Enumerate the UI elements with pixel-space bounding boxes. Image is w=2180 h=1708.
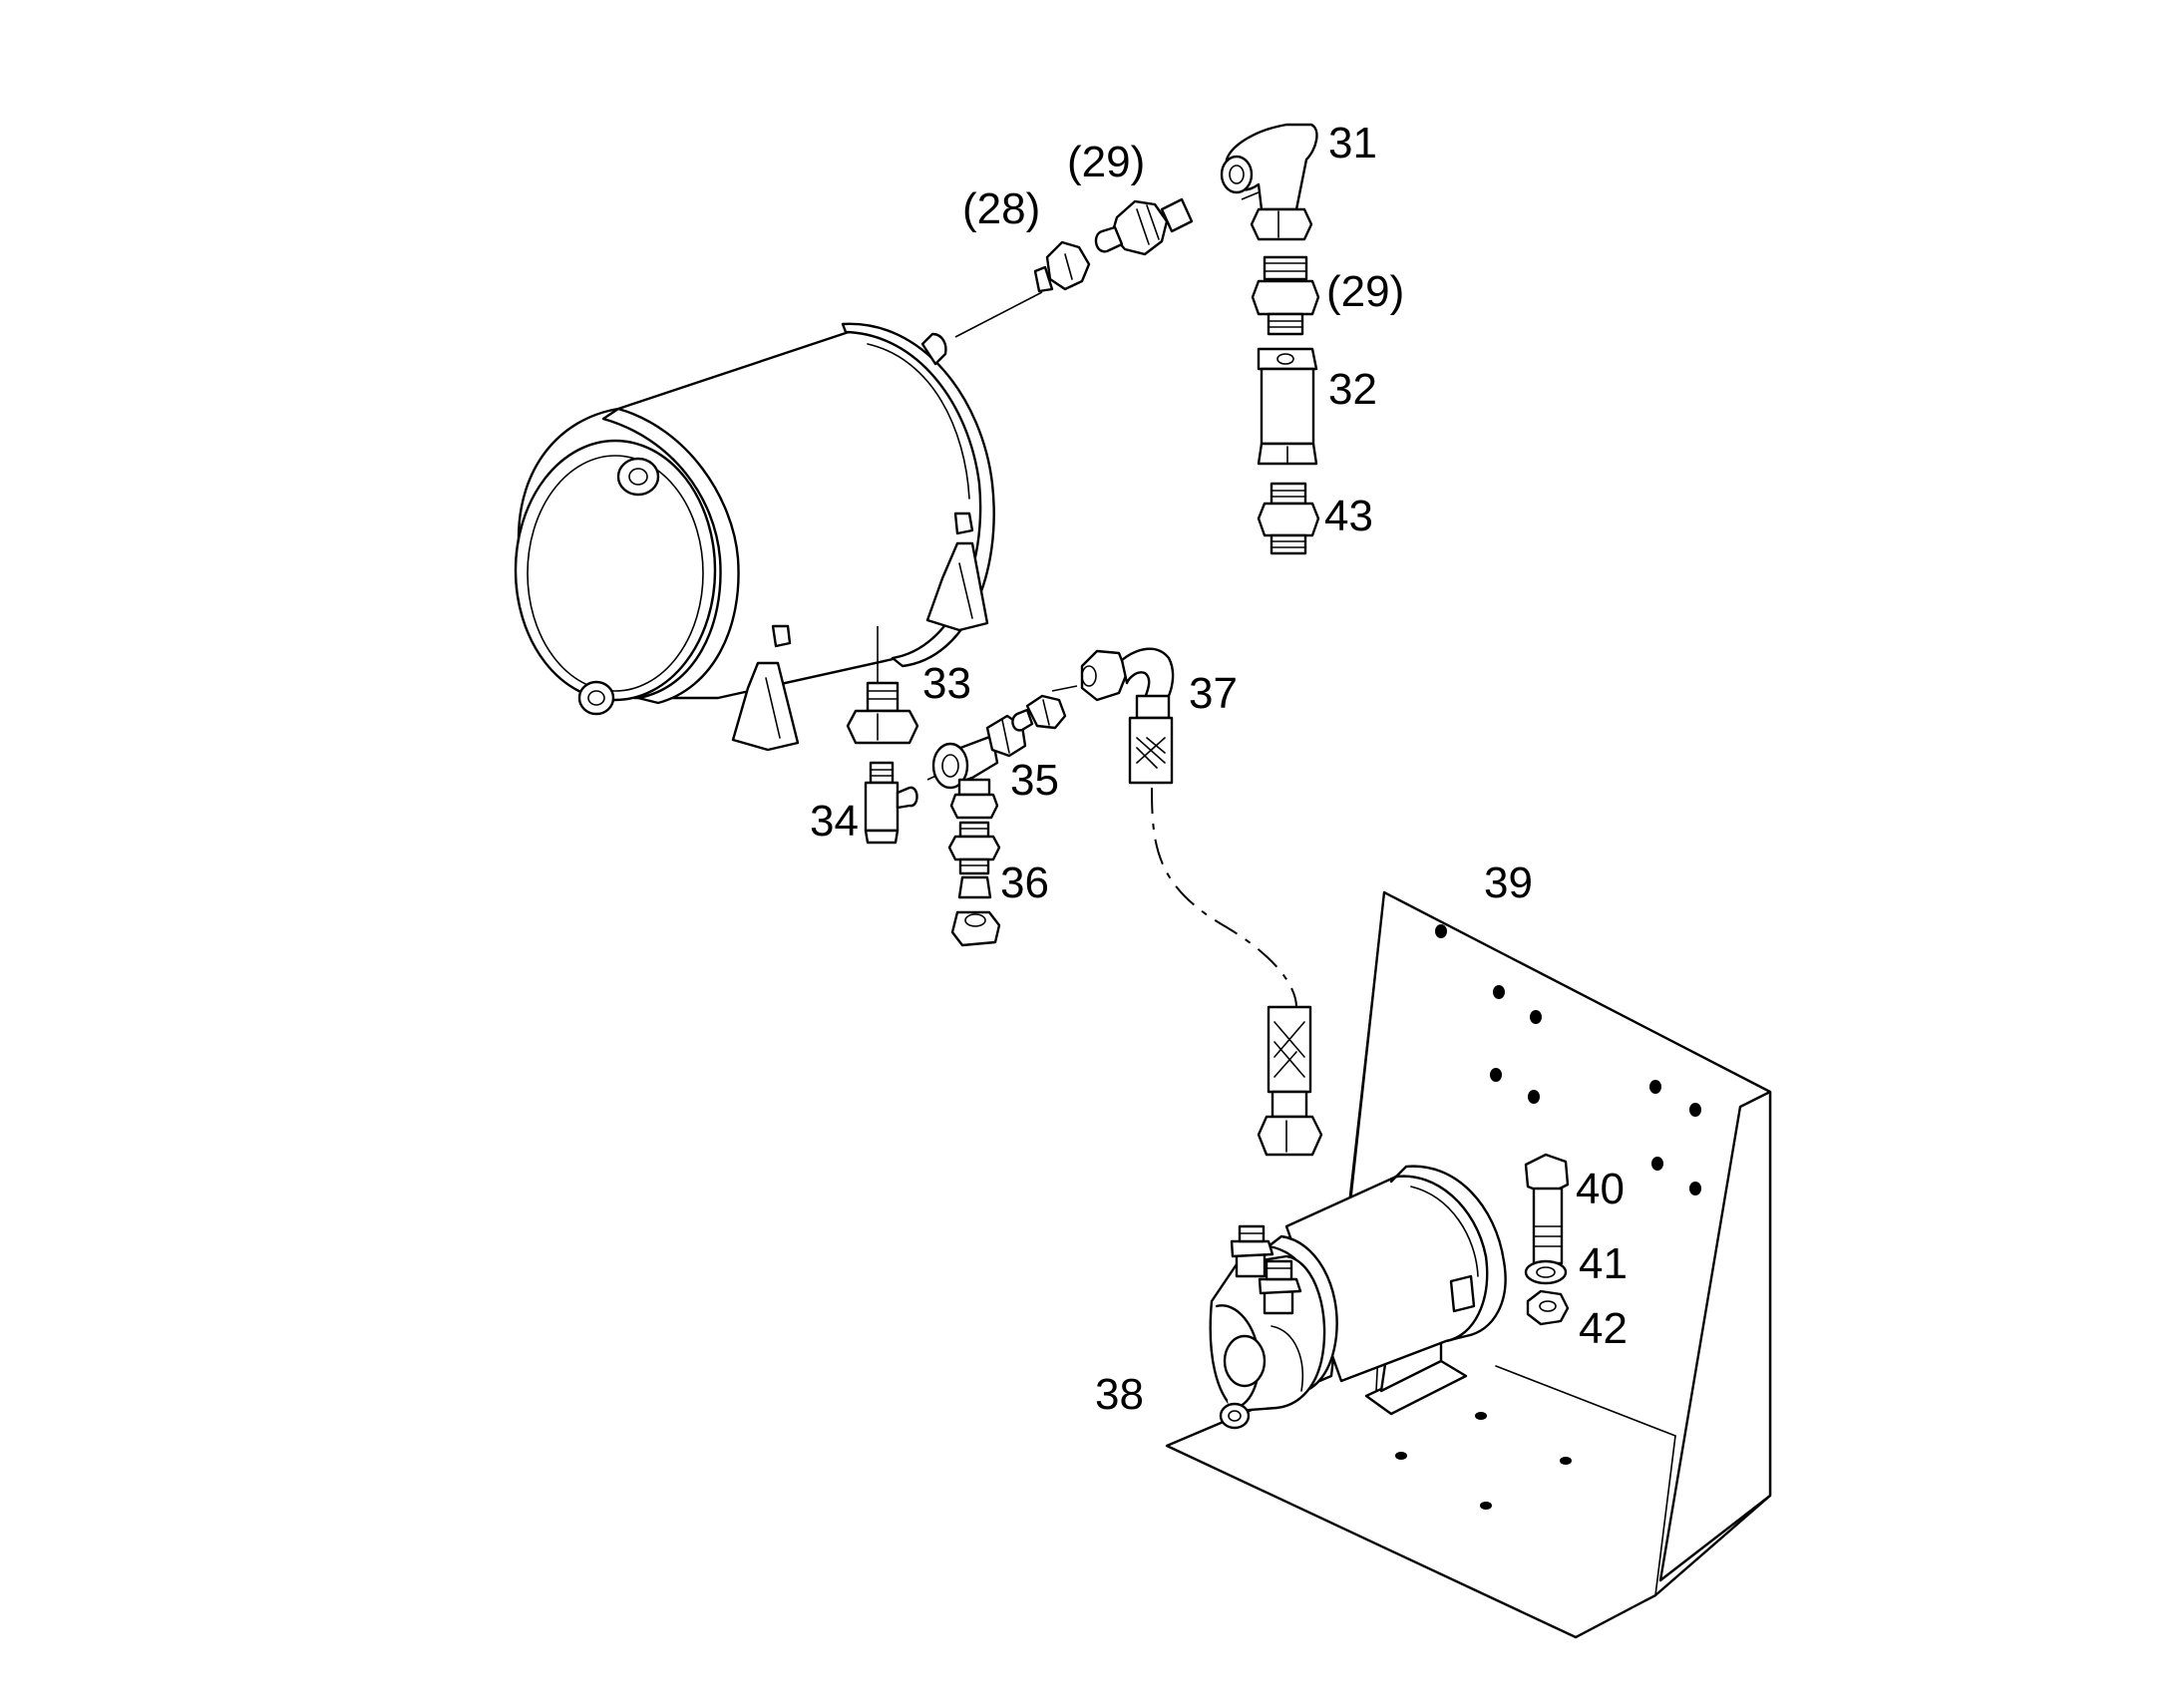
tee-35 (931, 714, 1027, 820)
label-28: (28) (962, 184, 1040, 233)
bushing-33 (846, 681, 919, 745)
label-29-side: (29) (1326, 267, 1404, 316)
label-40: 40 (1576, 1165, 1625, 1213)
part-labels: (28) (29) (29) 31 32 43 33 37 35 34 36 3… (810, 119, 1628, 1419)
adaptor-34 (864, 761, 918, 845)
label-34: 34 (810, 797, 859, 846)
check-valve-32 (1257, 347, 1318, 466)
fitting-36 (947, 821, 1001, 947)
label-29-top: (29) (1067, 138, 1145, 186)
bolt-40 (1524, 1153, 1570, 1265)
label-39: 39 (1484, 858, 1533, 907)
label-42: 42 (1579, 1304, 1628, 1353)
hose-37 (1080, 647, 1323, 1157)
plug-28 (1033, 240, 1091, 293)
label-38: 38 (1095, 1370, 1144, 1419)
label-31: 31 (1328, 119, 1377, 168)
nipple-43 (1257, 482, 1320, 555)
label-35: 35 (1010, 756, 1059, 805)
label-43: 43 (1324, 492, 1373, 540)
label-37: 37 (1189, 669, 1238, 718)
washer-41 (1524, 1259, 1568, 1285)
nipple-29-lower (1251, 255, 1320, 336)
label-41: 41 (1579, 1239, 1628, 1288)
nipple-29-upper (1094, 197, 1194, 256)
compressor-38 (1209, 1165, 1507, 1430)
nipple-35-37 (1011, 694, 1067, 732)
air-tank (514, 322, 995, 752)
label-36: 36 (1000, 858, 1049, 907)
label-33: 33 (922, 659, 971, 708)
elbow-31 (1220, 123, 1318, 241)
nut-42 (1526, 1289, 1570, 1326)
label-32: 32 (1328, 365, 1377, 414)
